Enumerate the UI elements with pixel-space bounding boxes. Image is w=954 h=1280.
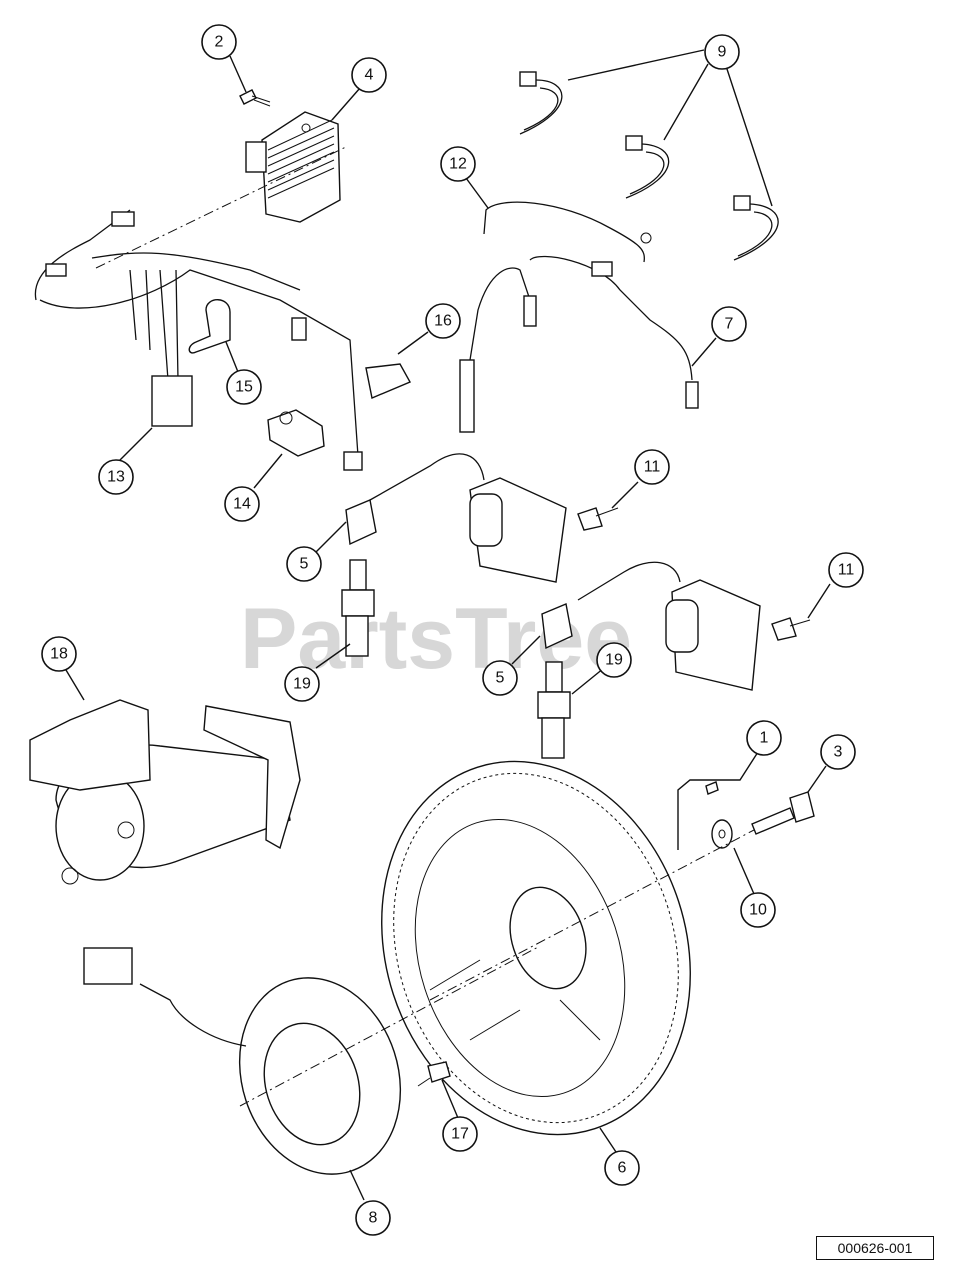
ignition-coil-lower[interactable]	[577, 561, 761, 691]
cable-clip-16[interactable]	[365, 363, 411, 399]
wire-tie-1[interactable]	[519, 71, 563, 135]
cable-clamp-15[interactable]	[188, 299, 231, 354]
svg-text:7: 7	[725, 316, 734, 333]
diagram-reference-code: 000626-001	[816, 1236, 934, 1260]
svg-text:19: 19	[293, 676, 311, 693]
svg-text:8: 8	[369, 1210, 378, 1227]
svg-text:11: 11	[838, 562, 855, 579]
kill-wire-harness[interactable]	[459, 255, 699, 433]
leader-lines	[65, 49, 831, 1201]
callout-16[interactable]: 16	[425, 303, 461, 339]
callout-6[interactable]: 6	[604, 1150, 640, 1186]
stator[interactable]	[83, 947, 425, 1195]
svg-text:12: 12	[449, 156, 467, 173]
callout-11-lower[interactable]: 11	[828, 552, 864, 588]
callout-11-upper[interactable]: 11	[634, 449, 670, 485]
flywheel-key[interactable]	[705, 781, 719, 795]
svg-text:6: 6	[618, 1160, 627, 1177]
voltage-regulator[interactable]	[245, 111, 341, 223]
callout-15[interactable]: 15	[226, 369, 262, 405]
starter-motor[interactable]	[29, 699, 301, 885]
svg-text:11: 11	[644, 459, 661, 476]
callout-9[interactable]: 9	[704, 34, 740, 70]
callout-7[interactable]: 7	[711, 306, 747, 342]
svg-text:13: 13	[107, 469, 125, 486]
svg-text:5: 5	[496, 670, 505, 687]
pressure-switch[interactable]	[267, 409, 325, 457]
svg-text:14: 14	[233, 496, 251, 513]
coil-screw-upper[interactable]	[577, 507, 619, 531]
spark-plug-boot-upper[interactable]	[345, 499, 377, 546]
spark-plug-upper[interactable]	[341, 559, 375, 657]
callout-5-upper[interactable]: 5	[286, 546, 322, 582]
callout-18[interactable]: 18	[41, 636, 77, 672]
callout-14[interactable]: 14	[224, 486, 260, 522]
spark-plug-boot-lower[interactable]	[541, 603, 573, 650]
callout-17[interactable]: 17	[442, 1116, 478, 1152]
stator-screw[interactable]	[417, 1061, 451, 1087]
regulator-screw[interactable]	[239, 89, 271, 107]
svg-text:17: 17	[451, 1126, 469, 1143]
svg-text:1: 1	[760, 730, 769, 747]
coil-screw-lower[interactable]	[771, 617, 811, 641]
wire-tie-2[interactable]	[625, 135, 670, 199]
svg-text:4: 4	[365, 67, 374, 84]
svg-text:9: 9	[718, 44, 727, 61]
svg-text:16: 16	[434, 313, 452, 330]
svg-text:2: 2	[215, 34, 224, 51]
svg-text:10: 10	[749, 902, 767, 919]
callout-19-upper[interactable]: 19	[284, 666, 320, 702]
spark-plug-lower[interactable]	[537, 661, 571, 759]
svg-text:3: 3	[834, 744, 843, 761]
wiring-harness[interactable]	[34, 209, 363, 471]
ignition-coil-upper[interactable]	[369, 453, 567, 583]
callout-1[interactable]: 1	[746, 720, 782, 756]
ground-wire[interactable]	[483, 201, 652, 263]
svg-text:5: 5	[300, 556, 309, 573]
callout-4[interactable]: 4	[351, 57, 387, 93]
callout-8[interactable]: 8	[355, 1200, 391, 1236]
svg-text:18: 18	[50, 646, 68, 663]
flywheel-washer[interactable]	[711, 819, 733, 849]
svg-text:19: 19	[605, 652, 623, 669]
callout-10[interactable]: 10	[740, 892, 776, 928]
callout-13[interactable]: 13	[98, 459, 134, 495]
callout-2[interactable]: 2	[201, 24, 237, 60]
callout-3[interactable]: 3	[820, 734, 856, 770]
callout-19-lower[interactable]: 19	[596, 642, 632, 678]
svg-text:15: 15	[235, 379, 253, 396]
callout-12[interactable]: 12	[440, 146, 476, 182]
flywheel-bolt[interactable]	[751, 791, 815, 835]
callout-5-lower[interactable]: 5	[482, 660, 518, 696]
wire-tie-3[interactable]	[733, 195, 779, 261]
